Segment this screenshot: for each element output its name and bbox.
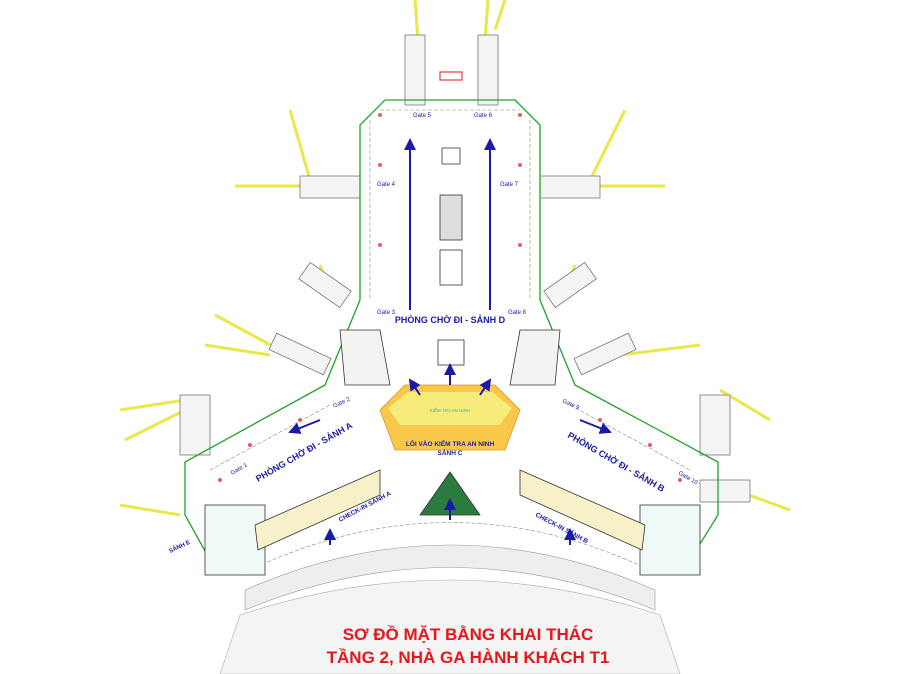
flow-arrows bbox=[288, 138, 612, 545]
gate-2: Gate 2 bbox=[332, 396, 351, 409]
gate-5: Gate 5 bbox=[413, 113, 432, 119]
hall-c-label: SẢNH C bbox=[438, 448, 463, 457]
lounge-b-label: PHÒNG CHỜ ĐI - SẢNH B bbox=[566, 429, 667, 494]
lounge-a-label: PHÒNG CHỜ ĐI - SẢNH A bbox=[254, 419, 355, 484]
gate-4: Gate 4 bbox=[377, 182, 396, 188]
hall-e-label: SẢNH E bbox=[168, 539, 192, 555]
forecourt-road bbox=[244, 544, 656, 611]
columns bbox=[218, 113, 682, 482]
gate-3: Gate 3 bbox=[377, 310, 396, 316]
lounge-d-label: PHÒNG CHỜ ĐI - SẢNH D bbox=[395, 314, 506, 325]
map-title-line2: TẦNG 2, NHÀ GA HÀNH KHÁCH T1 bbox=[327, 648, 610, 667]
security-entry-label: LỐI VÀO KIỂM TRA AN NINH bbox=[406, 438, 495, 448]
gate-8: Gate 8 bbox=[508, 310, 527, 316]
gate-6: Gate 6 bbox=[474, 113, 493, 119]
map-title-line1: SƠ ĐỒ MẶT BẰNG KHAI THÁC bbox=[343, 625, 594, 644]
gate-7: Gate 7 bbox=[500, 182, 519, 188]
central-structures bbox=[204, 147, 701, 576]
gate-9: Gate 9 bbox=[561, 398, 580, 411]
gate-1: Gate 1 bbox=[230, 462, 249, 477]
security-check-label: KIỂM TRA AN NINH bbox=[430, 407, 470, 413]
boarding-bridges bbox=[119, 0, 791, 517]
